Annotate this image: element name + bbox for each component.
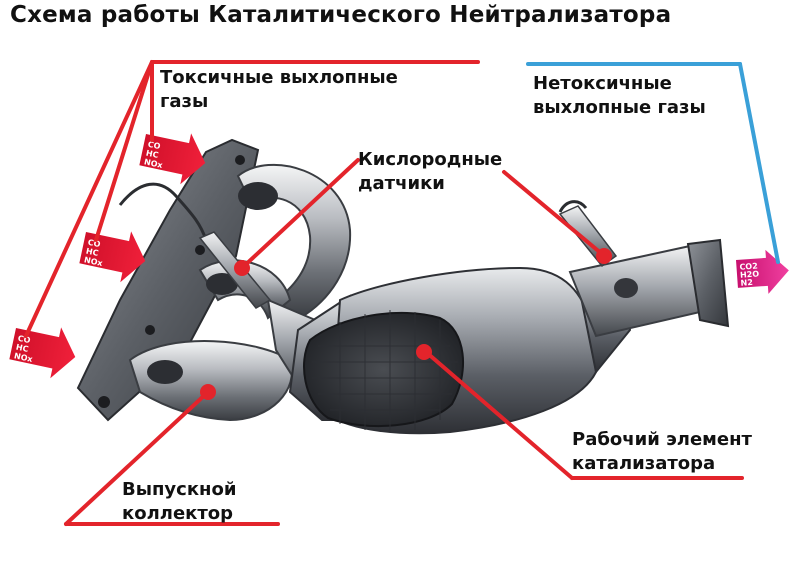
label-manifold-line2: коллектор: [122, 503, 234, 524]
callout-dots: [200, 248, 612, 400]
gas-label-hc: HC: [15, 343, 29, 354]
bolt-hole: [98, 396, 110, 408]
callout-dot: [200, 384, 216, 400]
outlet-flange: [686, 238, 730, 328]
label-oxygen-sensors: Кислородные датчики: [358, 148, 502, 196]
callout-toxic-leader: [24, 60, 154, 338]
outlet-gas-arrow: CO2 H2O N2: [736, 249, 789, 294]
gas-label-n2: N2: [740, 278, 753, 288]
catalyst-core: [303, 312, 464, 427]
callout-toxic-leader: [94, 60, 154, 242]
catalytic-converter: [288, 266, 632, 435]
callout-nontoxic-leader: [738, 62, 780, 264]
label-manifold-line1: Выпускной: [122, 479, 237, 500]
label-catalyst-line1: Рабочий элемент: [572, 429, 752, 450]
gas-label-nox: NOx: [143, 157, 164, 170]
callout-catalyst-leader: [424, 350, 574, 480]
callout-nontoxic: [526, 62, 780, 264]
sensor-wire-downstream: [558, 200, 588, 213]
label-oxygen-line1: Кислородные: [358, 149, 503, 170]
gas-label-co: CO: [87, 238, 101, 249]
bolt-hole: [145, 325, 155, 335]
bolt-hole: [235, 155, 245, 165]
callout-lines: [24, 60, 744, 526]
catalyst-honeycomb: [312, 310, 458, 432]
sensor-wire: [118, 182, 208, 241]
label-nontoxic-line1: Нетоксичные: [533, 73, 672, 94]
label-toxic-gases: Токсичные выхлопные газы: [160, 66, 398, 114]
gas-label-hc: HC: [145, 149, 159, 160]
label-catalyst-line2: катализатора: [572, 453, 716, 474]
exhaust-manifold: [76, 138, 352, 422]
outlet-port: [614, 278, 638, 298]
callout-oxygen-leader: [240, 158, 360, 270]
inlet-gas-arrow: CO HC NOx: [139, 133, 206, 185]
gas-label-co: CO: [17, 334, 31, 345]
label-oxygen-line2: датчики: [358, 173, 445, 194]
callout-dot: [596, 248, 612, 264]
inlet-gas-arrow: CO HC NOx: [9, 327, 76, 379]
manifold-runner-upper: [236, 163, 352, 320]
diagram-title: Схема работы Каталитического Нейтрализат…: [10, 2, 672, 28]
label-toxic-line2: газы: [160, 91, 209, 112]
gas-label-nox: NOx: [13, 351, 34, 364]
label-catalyst-element: Рабочий элемент катализатора: [572, 428, 752, 476]
gas-label-co: CO: [147, 140, 161, 151]
label-nontoxic-line2: выхлопные газы: [533, 97, 706, 118]
inlet-gas-arrow: CO HC NOx: [79, 231, 146, 283]
manifold-port: [147, 360, 183, 384]
gas-label-nox: NOx: [83, 255, 104, 268]
label-nontoxic-gases: Нетоксичные выхлопные газы: [533, 72, 706, 120]
callout-dot: [234, 260, 250, 276]
bolt-hole: [195, 245, 205, 255]
label-toxic-line1: Токсичные выхлопные: [160, 67, 398, 88]
callout-dot: [416, 344, 432, 360]
manifold-port: [206, 273, 238, 295]
callout-oxygen-leader: [502, 170, 604, 256]
gas-label-h2o: H2O: [740, 269, 760, 279]
gas-label-co2: CO2: [739, 262, 758, 272]
manifold-port: [238, 182, 278, 210]
callout-manifold-leader: [64, 390, 210, 526]
label-exhaust-manifold: Выпускной коллектор: [122, 478, 236, 526]
gas-label-hc: HC: [85, 247, 99, 258]
